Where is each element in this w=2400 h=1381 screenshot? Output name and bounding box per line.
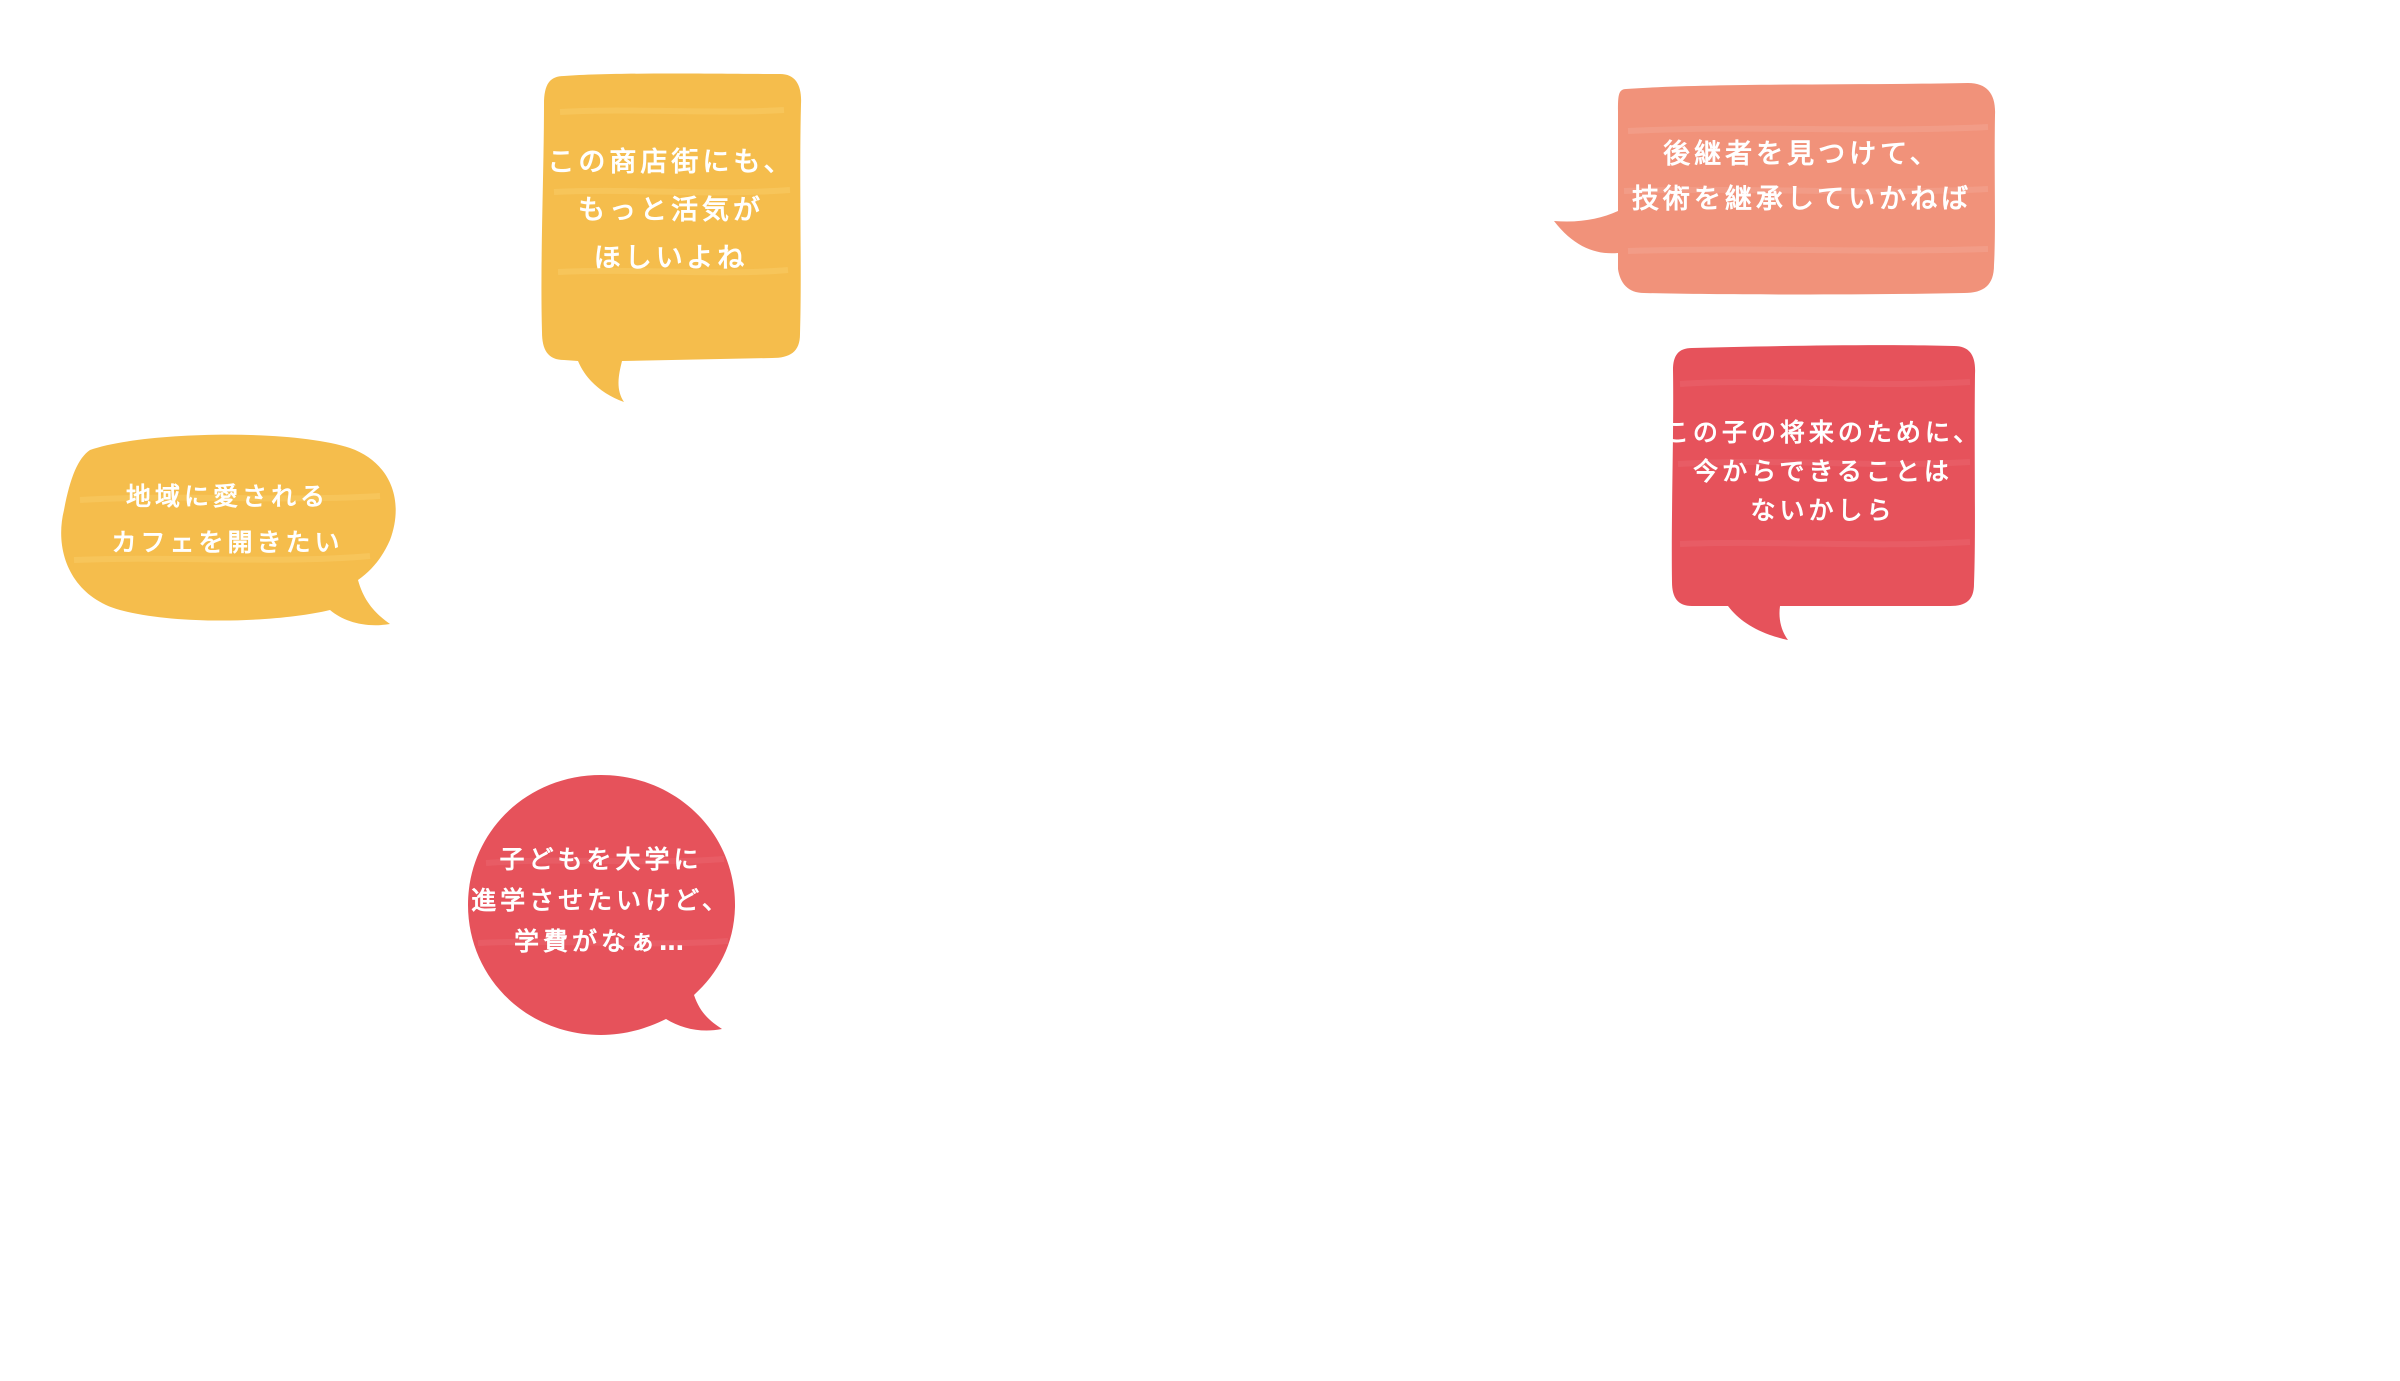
speech-bubble-cafe: 地域に愛される カフェを開きたい xyxy=(60,430,396,630)
bubble-line: 技術を継承していかねば xyxy=(1631,184,1973,215)
speech-bubble-text: 子どもを大学に 進学させたいけど、 学費がなぁ… xyxy=(471,839,731,962)
speech-bubble-text: この商店街にも、 もっと活気が ほしいよね xyxy=(547,139,794,283)
bubble-line: この商店街にも、 xyxy=(547,147,795,178)
speech-bubble-successor: 後継者を見つけて、 技術を継承していかねば xyxy=(1548,81,1996,297)
bubble-line: ないかしら xyxy=(1750,495,1896,525)
bubble-line: 後継者を見つけて、 xyxy=(1663,139,1941,170)
speech-bubble-child-future: この子の将来のために、 今からできることは ないかしら xyxy=(1664,344,1978,640)
speech-bubble-text: この子の将来のために、 今からできることは ないかしら xyxy=(1664,413,1982,530)
speech-bubble-shape xyxy=(541,73,802,402)
bubble-line: 学費がなぁ… xyxy=(513,926,688,956)
speech-bubble-shape xyxy=(1554,83,1996,295)
bubble-line: 進学させたいけど、 xyxy=(471,885,731,915)
bubble-line: 今からできることは xyxy=(1693,456,1953,486)
speech-bubble-shape xyxy=(468,775,736,1035)
bubble-line: 子どもを大学に xyxy=(499,844,703,874)
bubble-line: この子の将来のために、 xyxy=(1663,417,1983,447)
speech-bubble-shape xyxy=(1671,345,1976,640)
bubble-line: 地域に愛される xyxy=(125,482,329,511)
bubble-line: カフェを開きたい xyxy=(111,528,344,557)
bubble-line: もっと活気が xyxy=(577,195,764,226)
bubble-line: ほしいよね xyxy=(593,243,749,274)
speech-bubble-text: 後継者を見つけて、 技術を継承していかねば xyxy=(1632,132,1972,222)
speech-bubble-text: 地域に愛される カフェを開きたい xyxy=(111,474,343,566)
speech-bubble-tuition: 子どもを大学に 進学させたいけど、 学費がなぁ… xyxy=(466,773,736,1037)
speech-bubble-shopping-street: この商店街にも、 もっと活気が ほしいよね xyxy=(540,72,802,402)
speech-bubble-shape xyxy=(61,434,396,626)
